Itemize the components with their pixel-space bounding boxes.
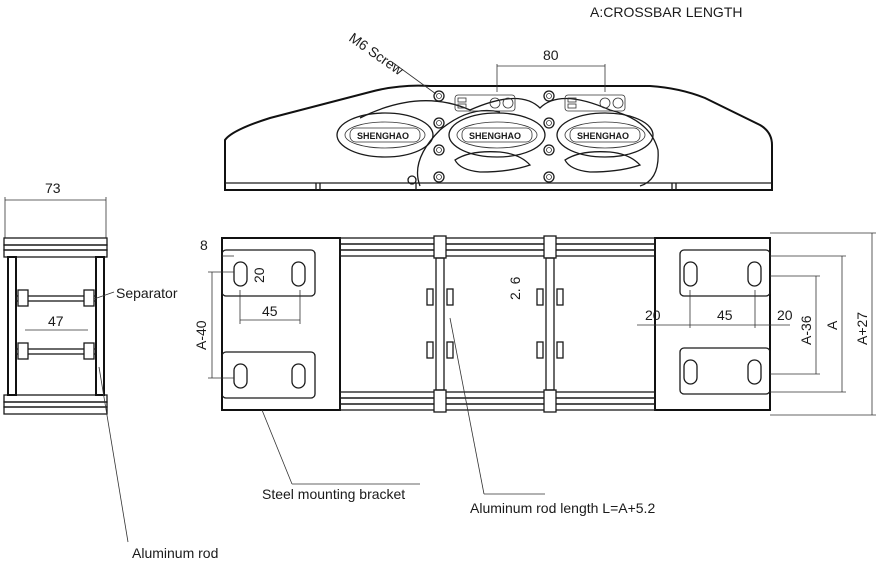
logo-text-2: SHENGHAO bbox=[469, 131, 521, 141]
crossbar-length-note: A:CROSSBAR LENGTH bbox=[590, 4, 742, 20]
dim-20-right-b: 20 bbox=[777, 307, 793, 323]
dim-45-left: 45 bbox=[262, 303, 278, 319]
m6-screw-label: M6 Screw bbox=[346, 29, 407, 78]
dim-2-6: 2. 6 bbox=[507, 276, 523, 300]
side-view: SHENGHAO SHENGHAO SHENGHAO bbox=[224, 29, 773, 191]
logo-text-1: SHENGHAO bbox=[357, 131, 409, 141]
dim-a-36: A-36 bbox=[798, 315, 814, 345]
dim-a-40: A-40 bbox=[193, 320, 209, 350]
separator-label: Separator bbox=[116, 285, 178, 301]
dim-8: 8 bbox=[200, 237, 208, 253]
logo-text-3: SHENGHAO bbox=[577, 131, 629, 141]
aluminum-rod-length-label: Aluminum rod length L=A+5.2 bbox=[470, 500, 655, 516]
end-view: 73 47 Separator Aluminum rod bbox=[3, 180, 218, 561]
steel-bracket-label: Steel mounting bracket bbox=[262, 486, 405, 502]
dim-45-right: 45 bbox=[717, 307, 733, 323]
dim-20-right-a: 20 bbox=[645, 307, 661, 323]
dim-a-plus-27: A+27 bbox=[854, 312, 870, 345]
dim-80: 80 bbox=[543, 47, 559, 63]
dim-20-slot: 20 bbox=[251, 267, 267, 283]
dim-47: 47 bbox=[48, 313, 64, 329]
aluminum-rod-label: Aluminum rod bbox=[132, 545, 218, 561]
dim-73: 73 bbox=[45, 180, 61, 196]
pin-holes bbox=[407, 90, 555, 185]
dim-a: A bbox=[824, 320, 840, 330]
plan-view: 8 20 45 A-40 2. 6 20 45 20 A-36 A bbox=[193, 232, 876, 516]
